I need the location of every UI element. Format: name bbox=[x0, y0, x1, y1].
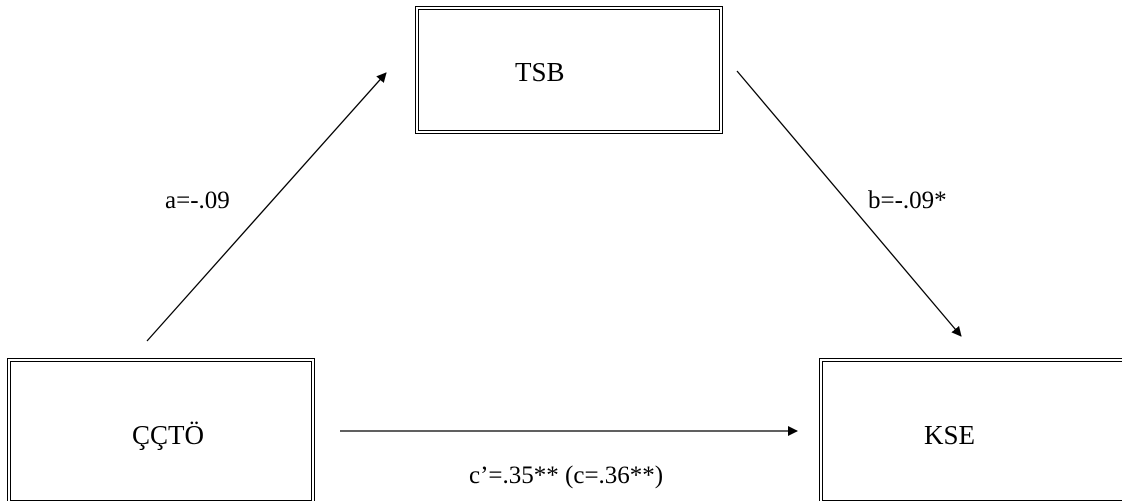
predictor-label: ÇÇTÖ bbox=[132, 420, 205, 450]
mediator-label: TSB bbox=[515, 57, 565, 87]
arrow-a bbox=[146, 72, 387, 342]
path-b-label: b=-.09* bbox=[868, 187, 947, 214]
predictor-box bbox=[7, 358, 315, 501]
path-c-label: c’=.35** (c=.36**) bbox=[469, 462, 664, 489]
path-a-label: a=-.09 bbox=[165, 187, 230, 214]
outcome-box bbox=[819, 358, 1122, 501]
outcome-label: KSE bbox=[924, 420, 976, 450]
mediator-box bbox=[415, 6, 723, 134]
arrow-b bbox=[736, 70, 962, 337]
